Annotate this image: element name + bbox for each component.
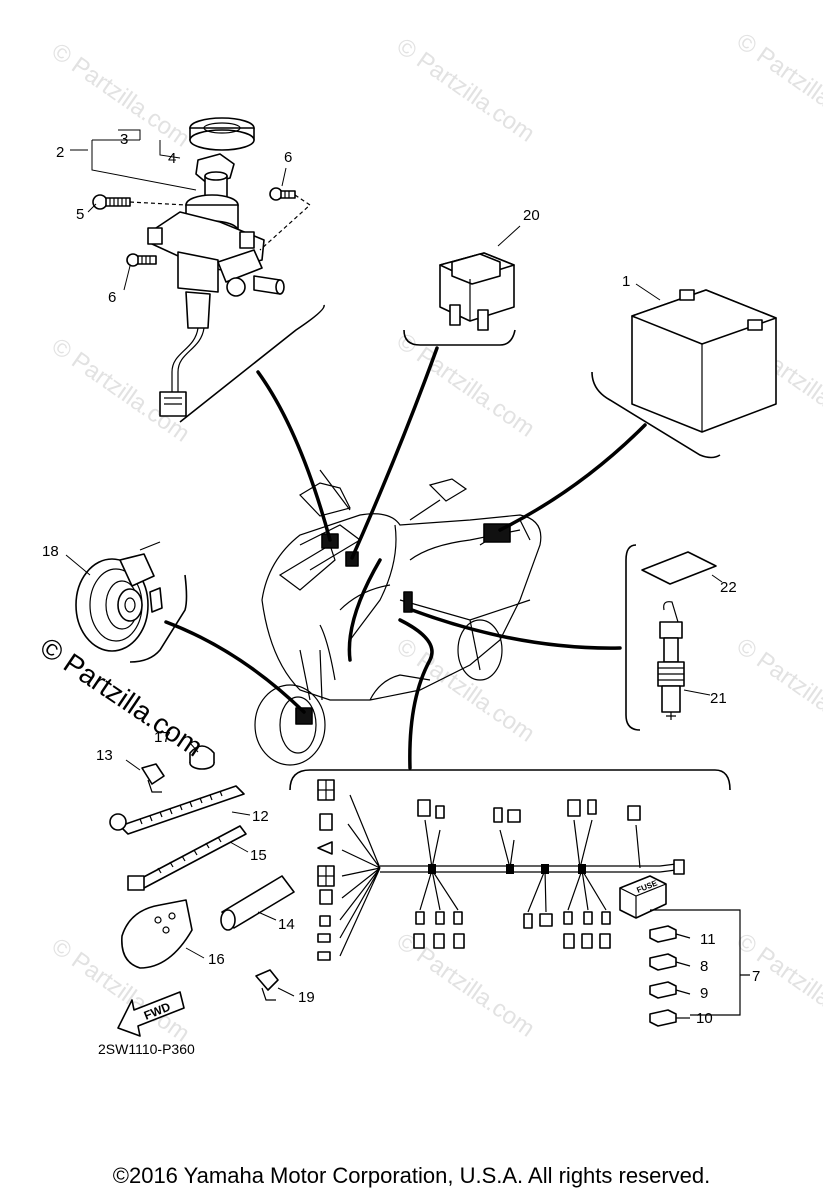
main-switch-assembly: [70, 117, 325, 423]
callout-5: 5: [76, 206, 84, 223]
screw-icon: [269, 187, 296, 201]
callout-6b: 6: [108, 289, 116, 306]
screw-icon: [92, 194, 131, 210]
harness-connectors-top: [417, 799, 641, 869]
callout-4: 4: [168, 150, 176, 167]
harness-branch-left: [317, 779, 381, 961]
watermark: © Partzilla.com: [732, 928, 823, 1043]
callout-8: 8: [700, 958, 708, 975]
watermark: © Partzilla.com: [392, 33, 540, 148]
callout-15: 15: [250, 847, 267, 864]
cover-part: [121, 899, 193, 969]
callout-14: 14: [278, 916, 295, 933]
copyright-notice: ©2016 Yamaha Motor Corporation, U.S.A. A…: [112, 1163, 711, 1188]
cable-tie-part: [127, 825, 247, 891]
tube-part: [220, 875, 295, 931]
callout-3: 3: [120, 131, 128, 148]
harness-connectors-bottom: [413, 869, 611, 949]
relay-part: [403, 225, 521, 346]
cable-tie-part: [109, 785, 245, 835]
battery-part: [591, 283, 777, 459]
main-watermark: © Partzilla.com: [35, 631, 209, 762]
callout-11: 11: [700, 931, 716, 948]
callout-2: 2: [56, 144, 64, 161]
fuse-box-icon: FUSE: [619, 875, 667, 919]
callout-19: 19: [298, 989, 315, 1006]
fuse-parts: [649, 909, 750, 1027]
callout-13: 13: [96, 747, 113, 764]
callout-1: 1: [622, 273, 630, 290]
watermarks: © Partzilla.com © Partzilla.com © Partzi…: [47, 28, 823, 1048]
leader-cables: [164, 346, 647, 770]
clip-part: [255, 969, 279, 1001]
callout-9: 9: [700, 985, 708, 1002]
diagram-code: 2SW1110-P360: [98, 1041, 195, 1057]
callout-16: 16: [208, 951, 225, 968]
callout-22: 22: [720, 579, 737, 596]
watermark: © Partzilla.com: [732, 28, 823, 143]
callout-6a: 6: [284, 149, 292, 166]
horn-part: [65, 541, 188, 663]
wire-harness-assembly: FUSE: [289, 769, 750, 1027]
callout-7: 7: [752, 968, 760, 985]
callout-18: 18: [42, 543, 59, 560]
callout-17: 17: [154, 729, 171, 746]
sensor-bracket-parts: [625, 544, 723, 731]
watermark: © Partzilla.com: [392, 633, 540, 748]
screw-icon: [126, 253, 157, 267]
callout-12: 12: [252, 808, 269, 825]
clamp-part: [141, 763, 165, 793]
callout-20: 20: [523, 207, 540, 224]
watermark: © Partzilla.com: [732, 633, 823, 748]
callout-10: 10: [696, 1010, 713, 1027]
callout-21: 21: [710, 690, 727, 707]
callout-labels: 1 2 3 4 5 6 6 20 18 22 21 17 13 12 15 14…: [42, 131, 760, 1027]
harness-junctions: [428, 864, 586, 874]
